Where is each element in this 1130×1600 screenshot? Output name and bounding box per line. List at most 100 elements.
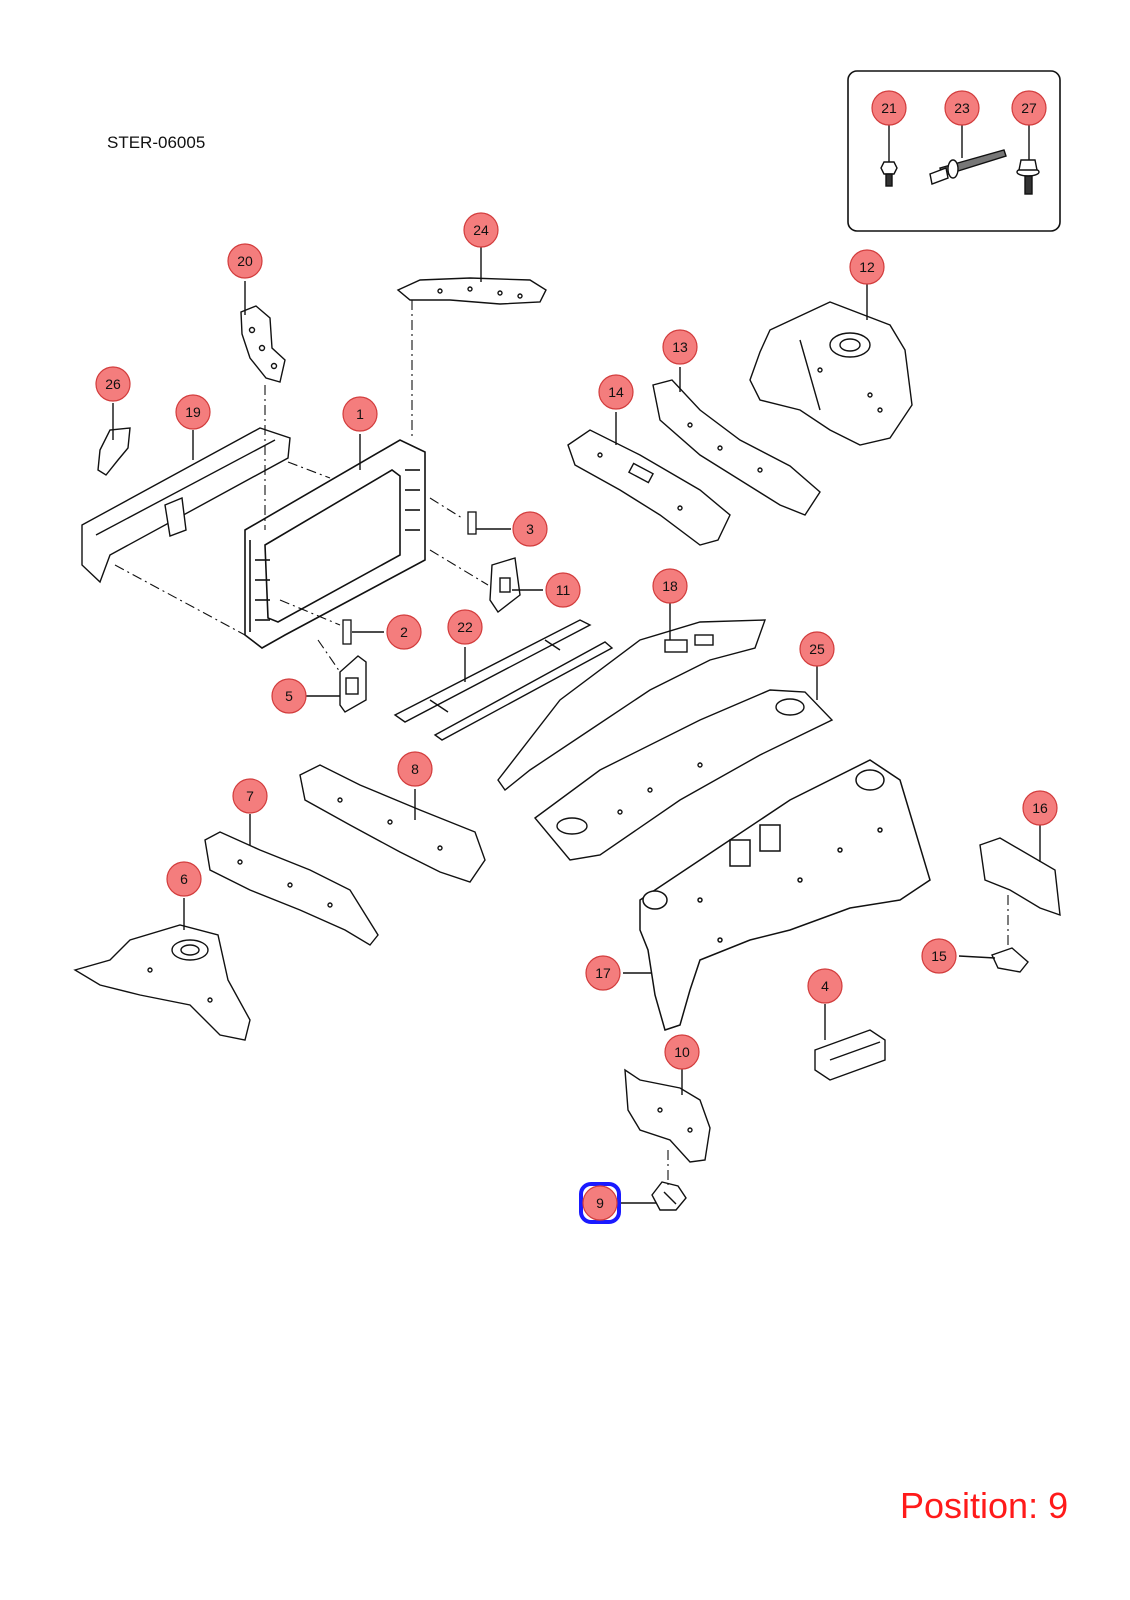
callout-27[interactable]: 27 bbox=[1011, 90, 1047, 126]
callout-label: 27 bbox=[1021, 100, 1037, 116]
callout-24[interactable]: 24 bbox=[463, 212, 499, 248]
callout-7[interactable]: 7 bbox=[232, 778, 268, 814]
part-24-shape bbox=[396, 277, 547, 305]
callout-circle bbox=[512, 511, 548, 547]
callout-18[interactable]: 18 bbox=[652, 568, 688, 604]
callout-label: 10 bbox=[674, 1044, 690, 1060]
callout-circle bbox=[1011, 90, 1047, 126]
callout-15[interactable]: 15 bbox=[921, 938, 957, 974]
stud-23-icon bbox=[929, 149, 1007, 185]
callout-23[interactable]: 23 bbox=[944, 90, 980, 126]
callout-9[interactable]: 9 bbox=[579, 1182, 621, 1224]
callout-4[interactable]: 4 bbox=[807, 968, 843, 1004]
callout-circle bbox=[652, 568, 688, 604]
callout-circle bbox=[799, 631, 835, 667]
callout-label: 7 bbox=[246, 788, 254, 804]
callout-circle bbox=[871, 90, 907, 126]
callout-20[interactable]: 20 bbox=[227, 243, 263, 279]
callout-circle bbox=[582, 1185, 618, 1221]
part-2-shape bbox=[342, 619, 352, 645]
callout-circle bbox=[662, 329, 698, 365]
part-20-shape bbox=[240, 305, 286, 383]
callout-label: 2 bbox=[400, 624, 408, 640]
callout-circle bbox=[342, 396, 378, 432]
callout-circle bbox=[545, 572, 581, 608]
callout-label: 1 bbox=[356, 406, 364, 422]
part-7-shape bbox=[204, 831, 379, 946]
callout-14[interactable]: 14 bbox=[598, 374, 634, 410]
callout-2[interactable]: 2 bbox=[386, 614, 422, 650]
part-26-shape bbox=[97, 427, 131, 476]
callout-12[interactable]: 12 bbox=[849, 249, 885, 285]
callout-circle bbox=[386, 614, 422, 650]
part-10-shape bbox=[624, 1068, 711, 1163]
selected-callout-ring bbox=[579, 1182, 621, 1224]
callout-circle bbox=[95, 366, 131, 402]
callout-label: 19 bbox=[185, 404, 201, 420]
callout-label: 18 bbox=[662, 578, 678, 594]
leader-lines bbox=[112, 125, 1041, 1204]
callout-circle bbox=[944, 90, 980, 126]
callout-label: 22 bbox=[457, 619, 473, 635]
callout-label: 21 bbox=[881, 100, 897, 116]
callout-label: 16 bbox=[1032, 800, 1048, 816]
part-4-shape bbox=[814, 1029, 886, 1081]
callout-6[interactable]: 6 bbox=[166, 861, 202, 897]
callout-circle bbox=[447, 609, 483, 645]
callout-1[interactable]: 1 bbox=[342, 396, 378, 432]
callout-circle bbox=[463, 212, 499, 248]
callout-label: 4 bbox=[821, 978, 829, 994]
callout-label: 9 bbox=[596, 1195, 604, 1211]
part-13-shape bbox=[652, 379, 821, 516]
callout-21[interactable]: 21 bbox=[871, 90, 907, 126]
part-14-shape bbox=[567, 429, 731, 546]
callout-13[interactable]: 13 bbox=[662, 329, 698, 365]
callout-circle bbox=[598, 374, 634, 410]
part-1-shape bbox=[244, 439, 426, 649]
part-16-shape bbox=[979, 837, 1061, 917]
part-25-shape bbox=[533, 689, 834, 861]
callout-label: 26 bbox=[105, 376, 121, 392]
callout-10[interactable]: 10 bbox=[664, 1034, 700, 1070]
part-15-shape bbox=[991, 947, 1029, 973]
position-readout: Position: 9 bbox=[900, 1485, 1069, 1526]
callout-label: 5 bbox=[285, 688, 293, 704]
callout-label: 20 bbox=[237, 253, 253, 269]
callout-circle bbox=[807, 968, 843, 1004]
callout-11[interactable]: 11 bbox=[545, 572, 581, 608]
assembly-guide-lines bbox=[114, 300, 1009, 1185]
callout-label: 17 bbox=[595, 965, 611, 981]
callout-circle bbox=[175, 394, 211, 430]
callout-circle bbox=[166, 861, 202, 897]
callout-5[interactable]: 5 bbox=[271, 678, 307, 714]
callout-label: 14 bbox=[608, 384, 624, 400]
callout-label: 3 bbox=[526, 521, 534, 537]
part-11-shape bbox=[489, 557, 521, 614]
callout-8[interactable]: 8 bbox=[397, 751, 433, 787]
fastener-inset-box bbox=[847, 70, 1061, 232]
callout-label: 6 bbox=[180, 871, 188, 887]
callout-16[interactable]: 16 bbox=[1022, 790, 1058, 826]
callout-label: 8 bbox=[411, 761, 419, 777]
callout-circle bbox=[271, 678, 307, 714]
bolt-27-icon bbox=[1016, 159, 1040, 195]
callout-label: 11 bbox=[556, 582, 571, 598]
part-5-shape bbox=[339, 655, 367, 713]
callout-label: 23 bbox=[954, 100, 970, 116]
callout-circle bbox=[232, 778, 268, 814]
callout-22[interactable]: 22 bbox=[447, 609, 483, 645]
callout-3[interactable]: 3 bbox=[512, 511, 548, 547]
callout-circle bbox=[921, 938, 957, 974]
callout-label: 13 bbox=[672, 339, 688, 355]
callout-25[interactable]: 25 bbox=[799, 631, 835, 667]
callout-19[interactable]: 19 bbox=[175, 394, 211, 430]
callout-17[interactable]: 17 bbox=[585, 955, 621, 991]
part-8-shape bbox=[299, 764, 486, 883]
part-18-shape bbox=[497, 619, 767, 792]
callout-circle bbox=[227, 243, 263, 279]
part-17-shape bbox=[639, 759, 931, 1031]
drawing-code: STER-06005 bbox=[107, 133, 206, 152]
callout-26[interactable]: 26 bbox=[95, 366, 131, 402]
callout-label: 25 bbox=[809, 641, 825, 657]
